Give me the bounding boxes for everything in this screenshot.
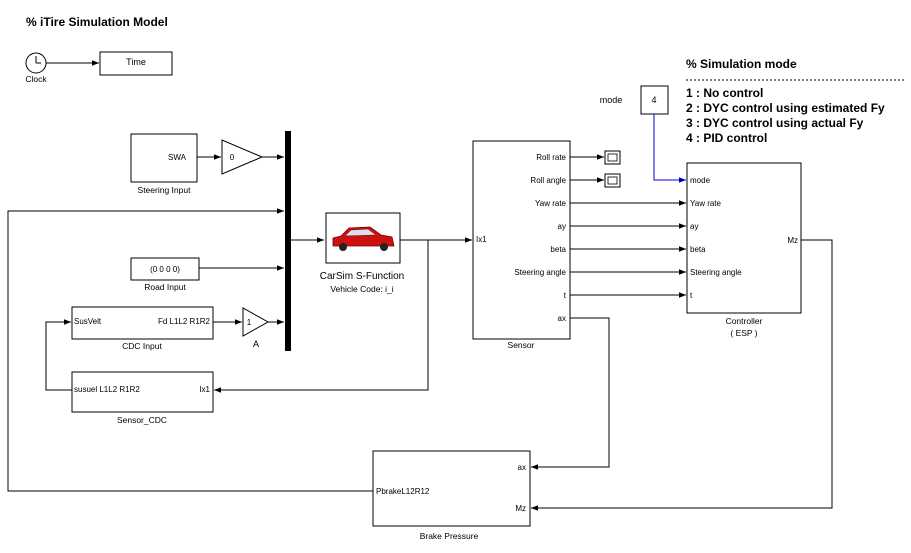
cdc-port-out: Fd L1L2 R1R2: [158, 317, 211, 326]
steering-port: SWA: [168, 153, 187, 162]
sensor-label: Sensor: [508, 340, 535, 350]
sensor-block[interactable]: Ix1 Roll rate Roll angle Yaw rate ay bet…: [472, 140, 571, 350]
controller-sublabel: ( ESP ): [730, 328, 757, 338]
page-title: % iTire Simulation Model: [26, 15, 168, 29]
sensor-out-ax: ax: [558, 314, 566, 323]
sensor-cdc-port-in: susuel L1L2 R1R2: [74, 385, 140, 394]
car-icon: [332, 226, 395, 251]
mode-option-1: 1 : No control: [686, 86, 763, 100]
brake-pressure-block[interactable]: PbrakeL12R12 ax Mz Brake Pressure: [372, 450, 531, 541]
wire-carsim-sensorcdc: [214, 240, 429, 393]
sensor-out-roll-rate: Roll rate: [536, 153, 566, 162]
mode-option-4: 4 : PID control: [686, 131, 767, 145]
gain-a-label: A: [253, 339, 259, 349]
carsim-title: CarSim S-Function: [320, 271, 404, 282]
sensor-out-ay: ay: [558, 222, 566, 231]
wire-mode-controller: [653, 114, 686, 183]
wire-brake-mux: [7, 208, 373, 492]
sensor-out-beta: beta: [550, 245, 566, 254]
sensor-out-steering-angle: Steering angle: [514, 268, 566, 277]
sensor-cdc-label: Sensor_CDC: [117, 415, 167, 425]
steering-label: Steering Input: [138, 185, 192, 195]
road-input-block[interactable]: (0 0 0 0) Road Input: [130, 257, 200, 292]
ctrl-out-mz: Mz: [787, 236, 798, 245]
gain-a-value: 1: [247, 318, 252, 327]
clock-block[interactable]: Clock: [25, 52, 47, 84]
brake-label: Brake Pressure: [420, 531, 479, 541]
ctrl-in-mode: mode: [690, 176, 711, 185]
sensor-port-in: Ix1: [476, 235, 487, 244]
ctrl-in-beta: beta: [690, 245, 706, 254]
sensor-out-roll-angle: Roll angle: [530, 176, 566, 185]
sensor-cdc-port-out: Ix1: [199, 385, 210, 394]
mode-const-value: 4: [651, 95, 656, 105]
wire-sensorcdc-cdc: [45, 319, 72, 391]
roll-angle-scope-icon[interactable]: [604, 173, 621, 188]
brake-in-mz: Mz: [515, 504, 526, 513]
sensor-out-yaw-rate: Yaw rate: [535, 199, 567, 208]
carsim-subtitle: Vehicle Code: i_i: [330, 284, 393, 294]
controller-label: Controller: [726, 316, 763, 326]
ctrl-in-t: t: [690, 291, 693, 300]
mode-option-2: 2 : DYC control using estimated Fy: [686, 101, 885, 115]
mode-option-3: 3 : DYC control using actual Fy: [686, 116, 864, 130]
wire-ax-brake: [531, 317, 610, 470]
wire-mz-brake: [531, 239, 833, 511]
ctrl-in-yaw-rate: Yaw rate: [690, 199, 722, 208]
road-value: (0 0 0 0): [150, 265, 180, 274]
cdc-label: CDC Input: [122, 341, 162, 351]
gain-a-block[interactable]: 1 A: [242, 307, 270, 349]
brake-in-ax: ax: [518, 463, 526, 472]
gain-0-value: 0: [230, 153, 235, 162]
mode-const-label: mode: [600, 95, 623, 105]
roll-rate-scope-icon[interactable]: [604, 150, 621, 165]
clock-label: Clock: [25, 74, 47, 84]
mode-constant-block[interactable]: 4: [640, 85, 669, 115]
sensor-out-t: t: [564, 291, 567, 300]
sensor-cdc-block[interactable]: susuel L1L2 R1R2 Ix1 Sensor_CDC: [71, 371, 214, 425]
cdc-input-block[interactable]: SusVelt Fd L1L2 R1R2 CDC Input: [71, 306, 214, 351]
ctrl-in-steering-angle: Steering angle: [690, 268, 742, 277]
cdc-port-in: SusVelt: [74, 317, 102, 326]
mode-title: % Simulation mode: [686, 57, 797, 71]
gain-0-block[interactable]: 0: [221, 139, 264, 175]
mux-bar[interactable]: [285, 131, 291, 351]
carsim-block[interactable]: CarSim S-Function Vehicle Code: i_i: [320, 212, 404, 294]
road-label: Road Input: [144, 282, 186, 292]
steering-input-block[interactable]: SWA Steering Input: [130, 133, 198, 195]
brake-port-out: PbrakeL12R12: [376, 487, 430, 496]
ctrl-in-ay: ay: [690, 222, 698, 231]
time-block[interactable]: Time: [99, 51, 173, 76]
controller-block[interactable]: mode Yaw rate ay beta Steering angle t M…: [686, 162, 802, 338]
time-text: Time: [126, 57, 146, 67]
